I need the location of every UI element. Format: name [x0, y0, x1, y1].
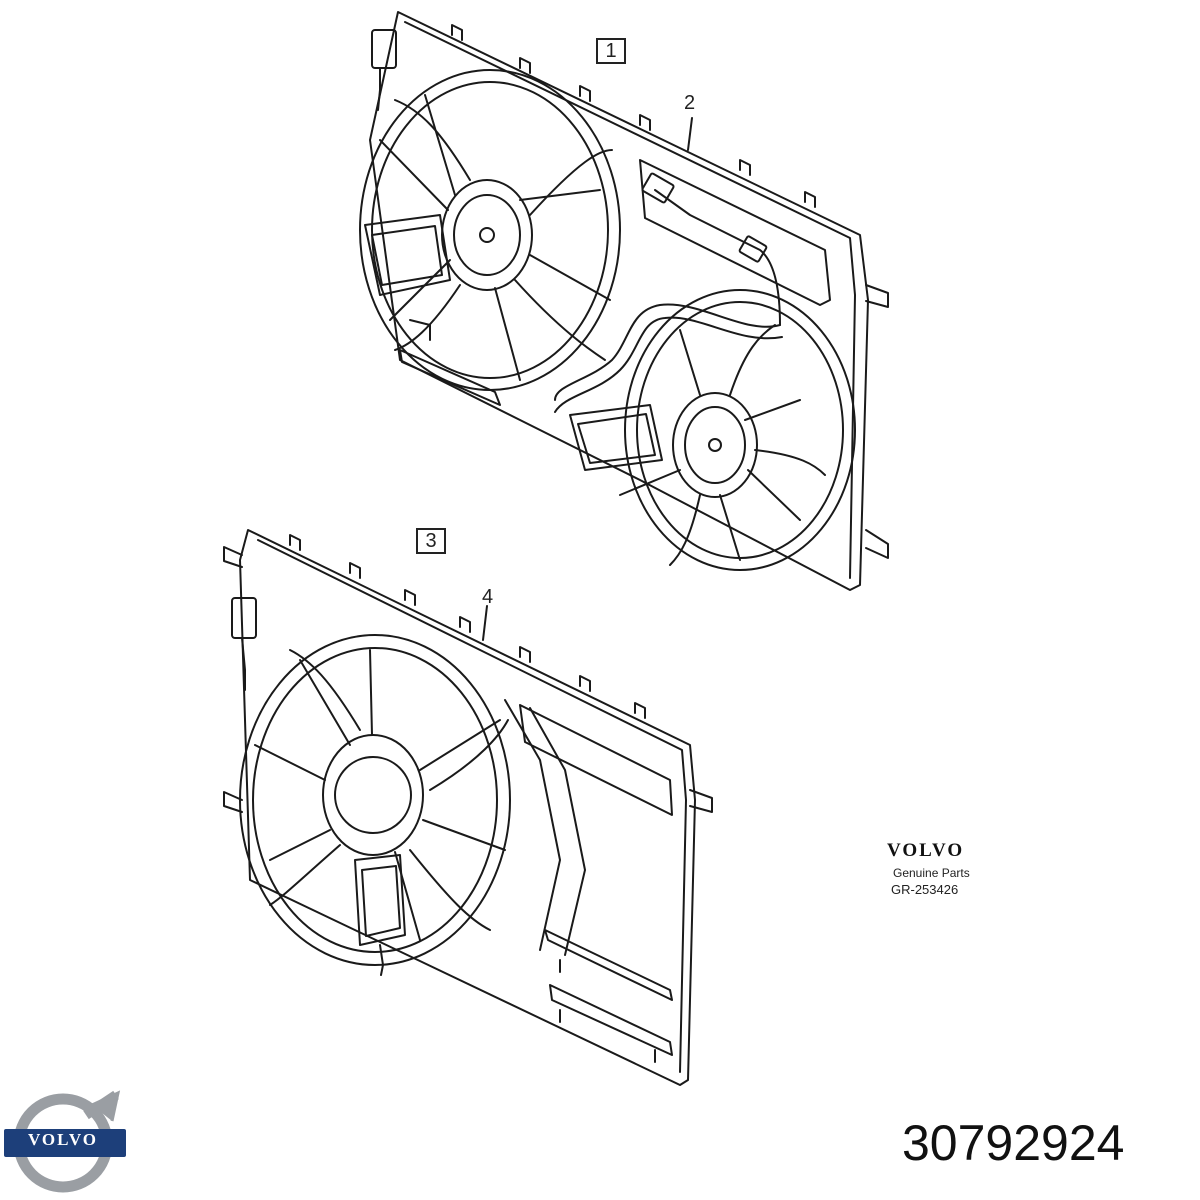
logo-wordmark: VOLVO	[27, 1130, 99, 1149]
callout-2: 2	[684, 92, 696, 114]
volvo-logo-icon	[4, 1090, 126, 1193]
part-number: 30792924	[902, 1115, 1125, 1171]
brand-wordmark: VOLVO	[887, 840, 965, 861]
dual-fan-assembly	[359, 11, 889, 591]
callout-1: 1	[596, 38, 626, 64]
single-fan-assembly	[223, 529, 713, 1086]
callout-4: 4	[482, 586, 494, 608]
callout-3: 3	[416, 528, 446, 554]
diagram-code: GR-253426	[891, 882, 959, 897]
brand-subtitle: Genuine Parts	[893, 866, 970, 880]
